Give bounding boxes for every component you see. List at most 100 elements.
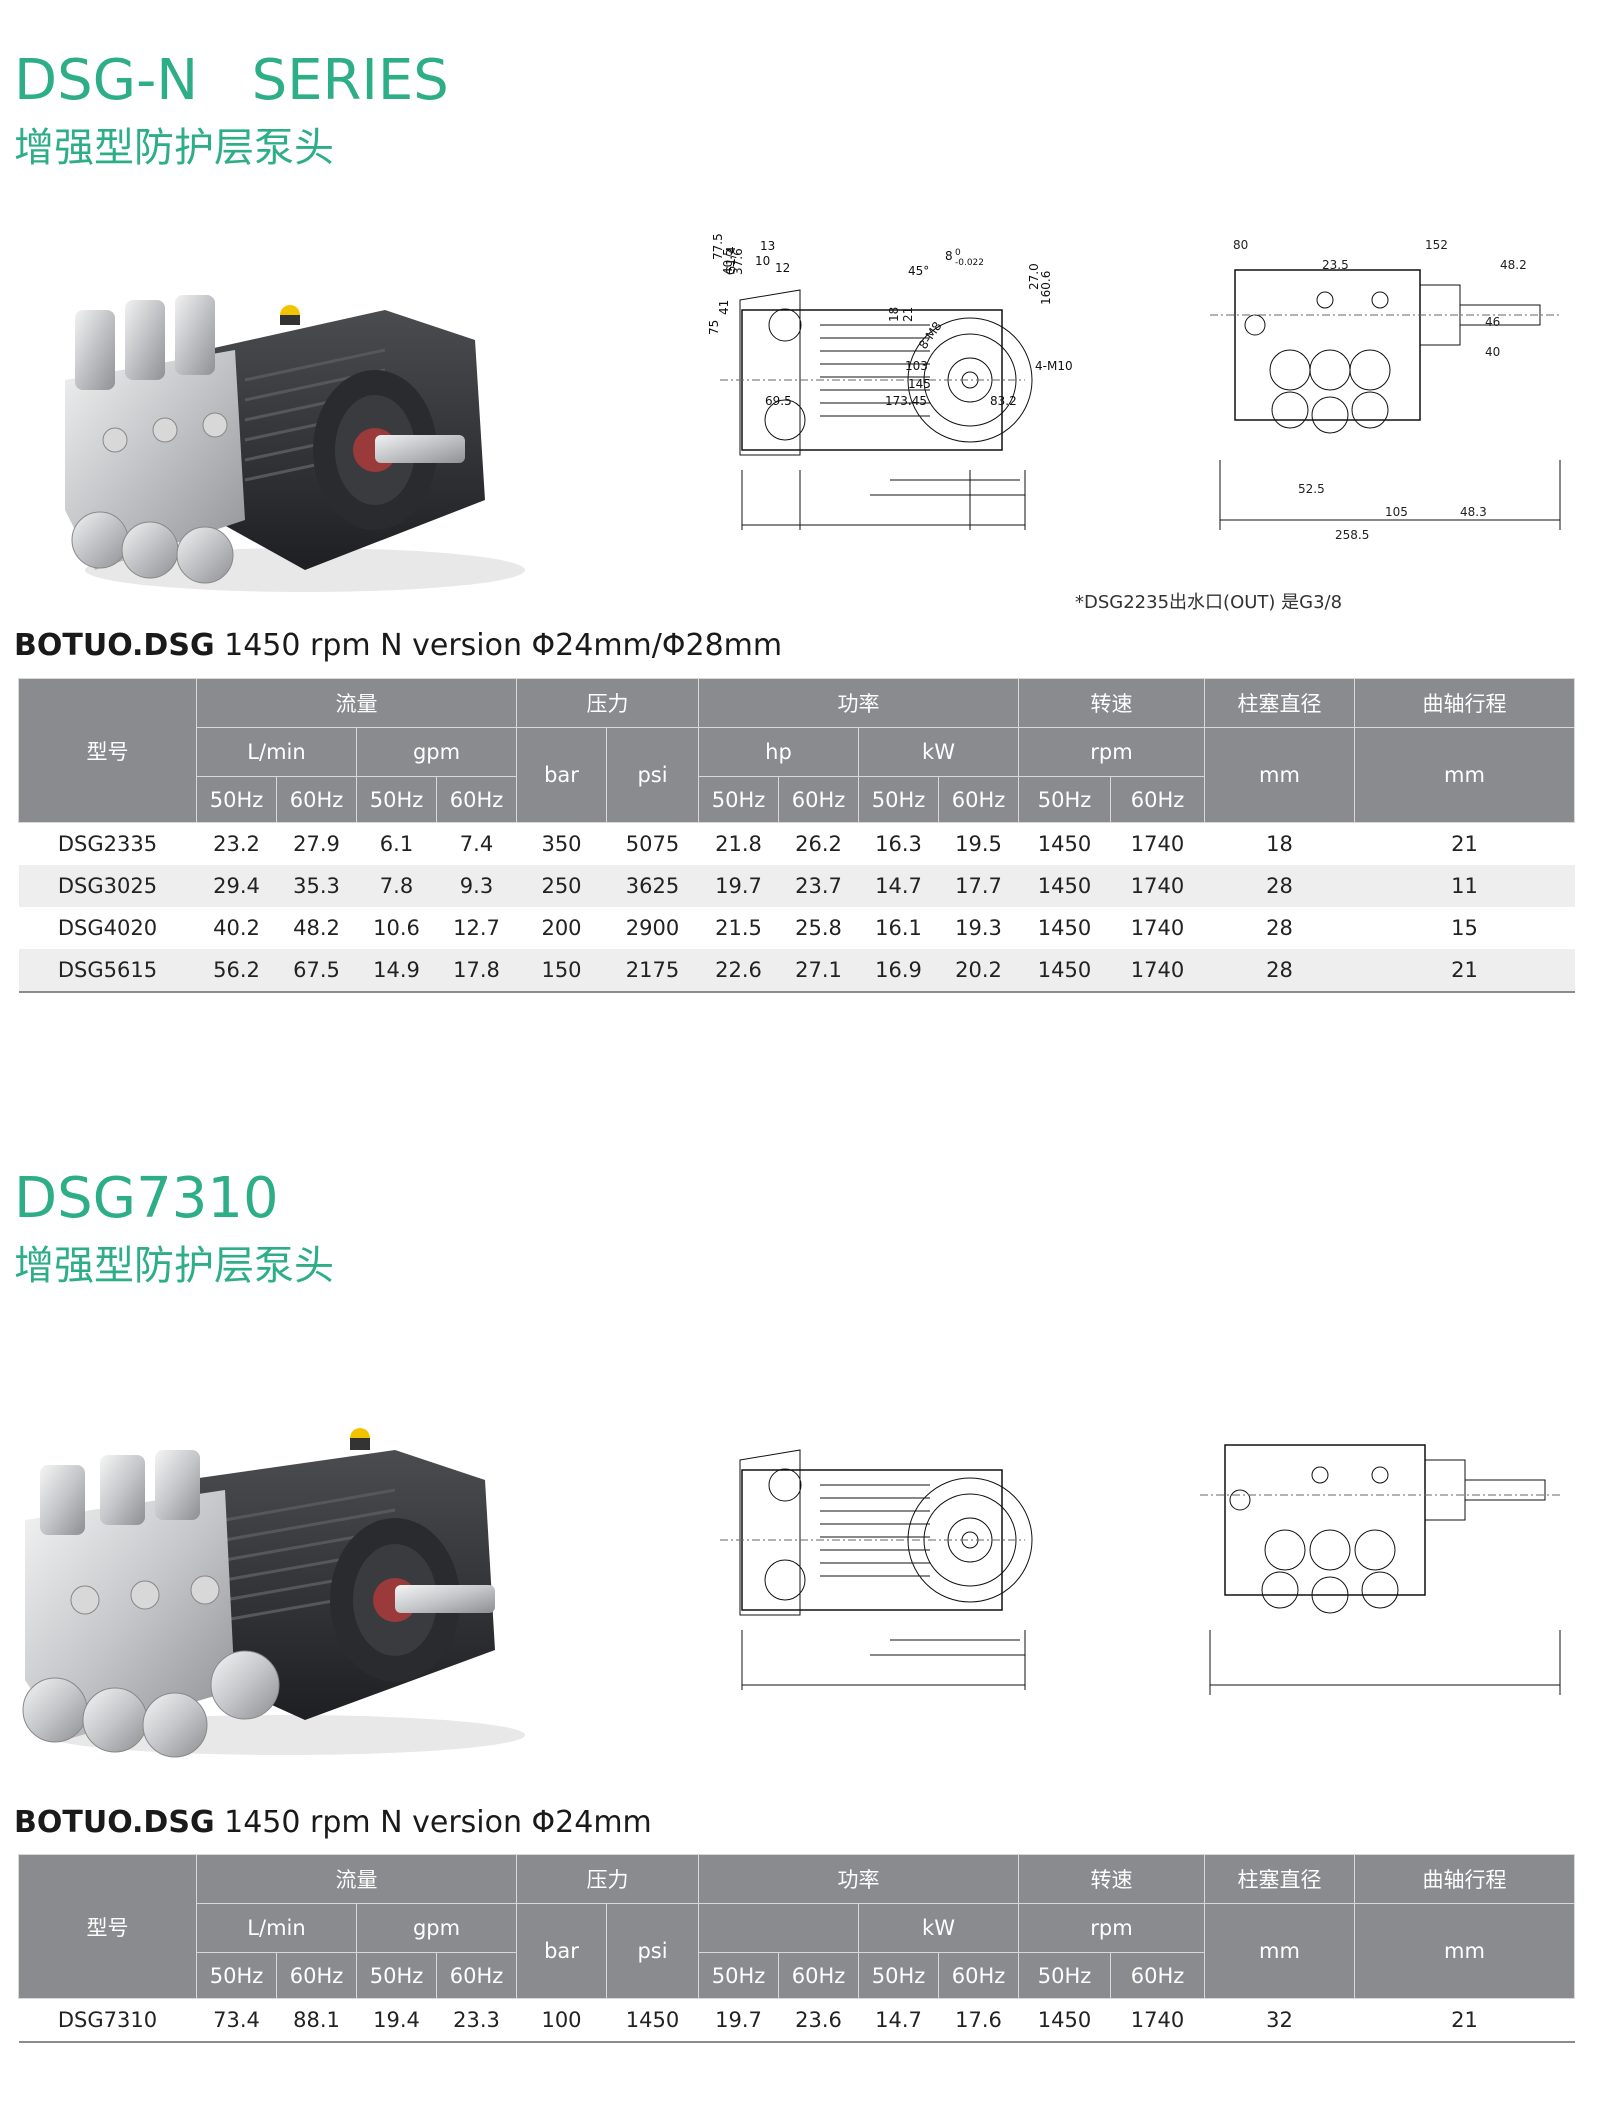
value-cell: 10.6 xyxy=(373,916,420,940)
model-cell: DSG4020 xyxy=(57,916,158,940)
value-cell: 1740 xyxy=(1130,916,1185,940)
svg-text:-0.022: -0.022 xyxy=(955,258,984,268)
hz-label: 50Hz xyxy=(1018,1952,1111,1999)
model-cell: DSG3025 xyxy=(18,865,197,907)
svg-text:18: 18 xyxy=(887,307,901,322)
unit-gpm: gpm xyxy=(356,1903,517,1953)
header-speed: 转速 xyxy=(1018,678,1205,728)
unit-mm-stroke: mm xyxy=(1354,1903,1575,1999)
value-cell: 28 xyxy=(1204,865,1355,907)
series-subtitle: 增强型防护层泵头 xyxy=(14,125,334,171)
dimension-258-5: 258.5 xyxy=(1335,528,1370,542)
unit-gpm: gpm xyxy=(356,727,517,777)
value-cell: 11 xyxy=(1354,865,1575,907)
value-cell: 7.4 xyxy=(459,832,494,856)
value-cell: 1740 xyxy=(1110,1998,1205,2043)
hz-label: 50Hz xyxy=(858,776,939,823)
value-cell: 1450 xyxy=(606,1998,699,2043)
value-cell: 100 xyxy=(516,1998,607,2043)
hz-label: 50Hz xyxy=(196,1952,277,1999)
value-cell: 19.7 xyxy=(698,865,779,907)
value-cell: 29.4 xyxy=(196,865,277,907)
unit-rpm: rpm xyxy=(1018,727,1205,777)
svg-text:103: 103 xyxy=(905,359,928,373)
value-cell: 18 xyxy=(1266,832,1293,856)
value-cell: 23.7 xyxy=(778,865,859,907)
hz-label: 50Hz xyxy=(858,1952,939,1999)
table-caption: BOTUO.DSG 1450 rpm N version Φ24mm/Φ28mm xyxy=(14,628,782,663)
table-caption: BOTUO.DSG 1450 rpm N version Φ24mm xyxy=(14,1805,652,1840)
value-cell: 16.9 xyxy=(858,949,939,993)
svg-text:21: 21 xyxy=(901,307,915,322)
unit-hp-empty xyxy=(698,1903,859,1953)
unit-kw: kW xyxy=(858,1903,1019,1953)
value-cell: 23.3 xyxy=(436,1998,517,2043)
dimension-40: 40 xyxy=(1485,345,1501,359)
value-cell: 35.3 xyxy=(276,865,357,907)
value-cell: 21 xyxy=(1354,1998,1575,2043)
hz-label: 50Hz xyxy=(698,1952,779,1999)
svg-text:75: 75 xyxy=(707,320,721,335)
value-cell: 21 xyxy=(1451,832,1478,856)
hz-label: 60Hz xyxy=(1110,1952,1205,1999)
unit-mm-plunger: mm xyxy=(1204,727,1355,823)
value-cell: 2900 xyxy=(625,916,680,940)
value-cell: 150 xyxy=(516,949,607,993)
unit-psi: psi xyxy=(606,727,699,823)
dimension-152: 152 xyxy=(1425,238,1448,252)
technical-drawing xyxy=(720,1444,1561,1695)
hz-label: 60Hz xyxy=(436,776,517,823)
value-cell: 21.8 xyxy=(715,832,762,856)
value-cell: 15 xyxy=(1451,916,1478,940)
value-cell: 17.7 xyxy=(938,865,1019,907)
value-cell: 25.8 xyxy=(795,916,842,940)
hz-label: 60Hz xyxy=(938,776,1019,823)
value-cell: 1740 xyxy=(1110,865,1205,907)
value-cell: 23.2 xyxy=(213,832,260,856)
hz-label: 60Hz xyxy=(778,1952,859,1999)
model-cell: DSG2335 xyxy=(57,832,158,856)
value-cell: 19.3 xyxy=(955,916,1002,940)
value-cell: 26.2 xyxy=(795,832,842,856)
value-cell: 27.1 xyxy=(778,949,859,993)
value-cell: 350 xyxy=(541,832,582,856)
value-cell: 9.3 xyxy=(436,865,517,907)
svg-text:4-M10: 4-M10 xyxy=(1035,359,1073,373)
dimension-48-2: 48.2 xyxy=(1500,258,1527,272)
header-model: 型号 xyxy=(18,1854,197,1999)
value-cell: 6.1 xyxy=(379,832,414,856)
dimension-52-5: 52.5 xyxy=(1298,482,1325,496)
value-cell: 19.7 xyxy=(698,1998,779,2043)
model-cell: DSG7310 xyxy=(18,1998,197,2043)
value-cell: 21 xyxy=(1354,949,1575,993)
value-cell: 22.6 xyxy=(698,949,779,993)
hz-label: 60Hz xyxy=(276,1952,357,1999)
value-cell: 23.6 xyxy=(778,1998,859,2043)
dimension-105: 105 xyxy=(1385,505,1408,519)
hz-label: 50Hz xyxy=(356,776,437,823)
dimension-48-3: 48.3 xyxy=(1460,505,1487,519)
header-flow: 流量 xyxy=(196,1854,517,1904)
svg-text:8-M8: 8-M8 xyxy=(916,319,945,352)
unit-bar: bar xyxy=(516,1903,607,1999)
unit-mm-plunger: mm xyxy=(1204,1903,1355,1999)
caption-text: 1450 rpm N version Φ24mm/Φ28mm xyxy=(214,628,783,663)
svg-text:41: 41 xyxy=(717,300,731,315)
svg-text:40.5: 40.5 xyxy=(721,248,735,275)
value-cell: 48.2 xyxy=(293,916,340,940)
value-cell: 200 xyxy=(541,916,582,940)
header-speed: 转速 xyxy=(1018,1854,1205,1904)
unit-psi: psi xyxy=(606,1903,699,1999)
value-cell: 12.7 xyxy=(453,916,500,940)
value-cell: 27.9 xyxy=(293,832,340,856)
value-cell: 28 xyxy=(1204,949,1355,993)
spec-table: 型号 流量 压力 功率 转速 柱塞直径 曲轴行程 L/min gpm bar p… xyxy=(18,1854,1575,2043)
header-flow: 流量 xyxy=(196,678,517,728)
hz-label: 60Hz xyxy=(436,1952,517,1999)
value-cell: 20.2 xyxy=(938,949,1019,993)
value-cell: 16.1 xyxy=(875,916,922,940)
